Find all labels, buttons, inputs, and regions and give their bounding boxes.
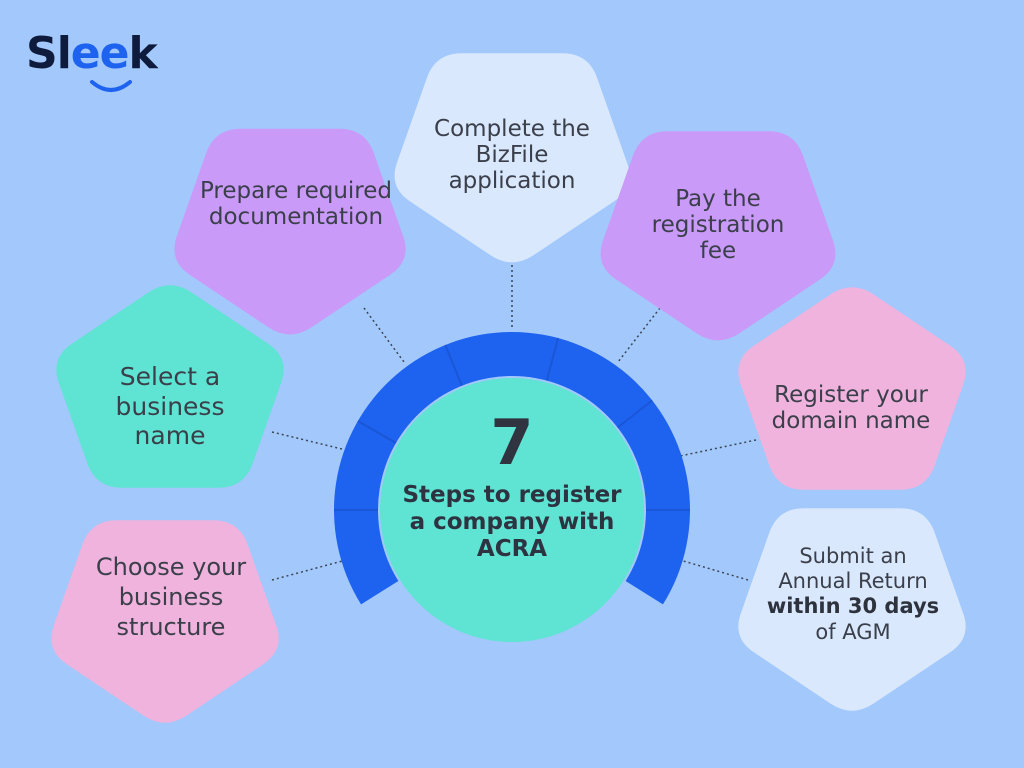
step-domain-shape (738, 287, 966, 490)
brand-logo: Sleek (26, 28, 158, 79)
ring-divider-0 (357, 420, 397, 444)
connector-annual (679, 559, 749, 581)
ring-divider-3 (616, 399, 653, 429)
ring-segment-dividers (334, 337, 690, 511)
connector-name (271, 431, 347, 451)
logo-accent: ee (70, 28, 130, 79)
center-circle (380, 378, 644, 642)
step-fee-shape (600, 131, 836, 341)
step-structure-text: Choose your business structure (95, 553, 247, 641)
connector-domain (679, 439, 757, 457)
step-annual-text: Submit an Annual Return within 30 days o… (764, 544, 942, 645)
connector-docs (363, 307, 405, 363)
step-bizfile-text: Complete the BizFile application (434, 116, 590, 195)
step-annual-text-start: Submit an Annual Return (778, 544, 928, 594)
ring-divider-1 (444, 344, 463, 387)
step-name-text: Select a business name (115, 362, 225, 450)
connector-lines (271, 265, 757, 581)
ring-progress (334, 332, 690, 605)
step-annual-text-end: of AGM (815, 619, 891, 644)
connector-fee (617, 307, 661, 363)
step-structure-shape (51, 520, 279, 723)
logo-prefix: Sl (26, 28, 72, 79)
step-docs-text: Prepare required documentation (199, 178, 393, 231)
progress-ring (334, 332, 690, 642)
logo-suffix: k (128, 28, 157, 79)
step-name-shape (56, 285, 284, 488)
center-label: Steps to register a company with ACRA (402, 482, 622, 563)
center-number: 7 (490, 406, 534, 479)
connector-structure (271, 559, 347, 581)
step-bizfile-shape (394, 53, 630, 263)
logo-smile-icon (90, 80, 132, 92)
step-domain-text: Register your domain name (771, 382, 931, 435)
step-shapes (51, 53, 966, 723)
step-fee-text: Pay the registration fee (651, 186, 785, 265)
step-annual-text-bold: within 30 days (766, 594, 940, 619)
step-docs-shape (174, 128, 406, 335)
step-annual-shape (738, 508, 966, 711)
ring-divider-2 (545, 337, 560, 381)
